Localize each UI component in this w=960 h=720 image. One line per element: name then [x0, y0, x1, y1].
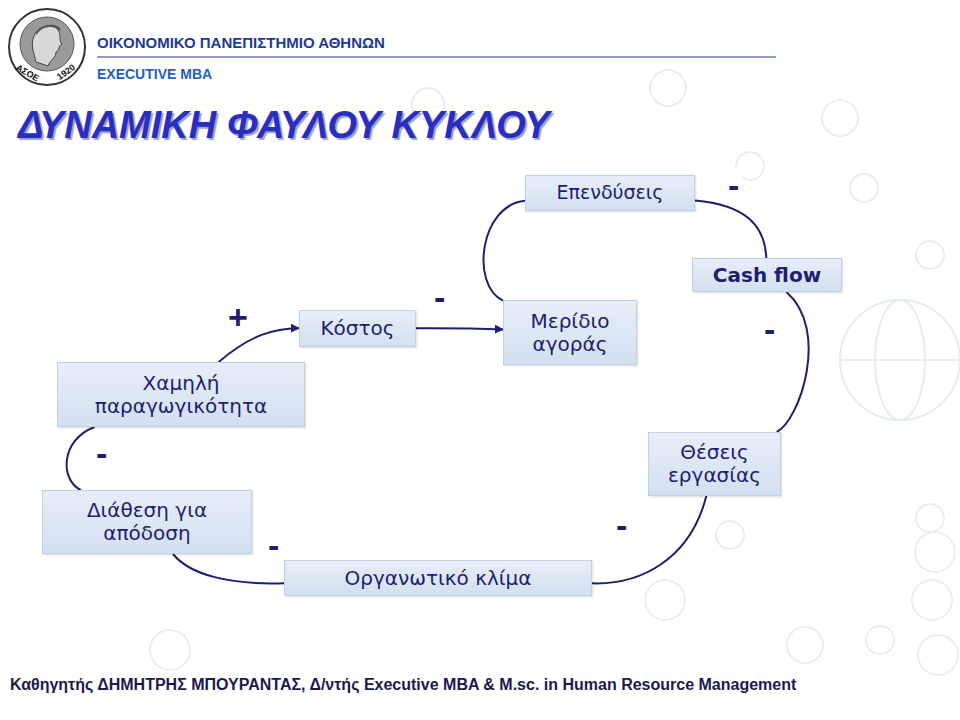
box-text: Θέσεις εργασίας [657, 441, 772, 487]
globe-watermark [840, 300, 960, 420]
polarity-sign: - [614, 508, 629, 542]
polarity-sign: + [226, 300, 250, 334]
polarity-sign: - [432, 280, 447, 314]
logo-text: ΑΣΟΕ [14, 62, 41, 83]
causal-link [484, 201, 525, 301]
causal-link [416, 328, 503, 329]
polarity-sign: - [762, 312, 777, 346]
header-text: EXECUTIVE MBA [97, 66, 212, 82]
polarity-sign: - [94, 436, 109, 470]
factor-box: Κόστος [299, 310, 416, 347]
factor-box: Cash flow [692, 258, 842, 292]
university-logo [9, 9, 85, 85]
causal-link [592, 496, 706, 583]
box-text: Διάθεση για απόδοση [51, 499, 243, 545]
factor-box: Επενδύσεις [525, 175, 695, 211]
box-text: Επενδύσεις [557, 182, 664, 204]
box-text: Οργανωτικό κλίμα [345, 567, 532, 590]
box-text: Κόστος [320, 317, 394, 340]
causal-link [67, 427, 95, 490]
box-text: Cash flow [713, 264, 821, 287]
factor-box: Διάθεση για απόδοση [42, 490, 252, 554]
factor-box: Χαμηλή παραγωγικότητα [57, 362, 305, 427]
causal-link [777, 292, 809, 432]
factor-box: Μερίδιο αγοράς [503, 300, 637, 365]
footer-text: Καθηγητής ΔΗΜΗΤΡΗΣ ΜΠΟΥΡΑΝΤΑΣ, Δ/ντής Ex… [10, 676, 796, 694]
causal-link [695, 201, 766, 258]
box-text: Χαμηλή παραγωγικότητα [66, 372, 296, 418]
logo-text: 1920 [55, 62, 77, 82]
factor-box: Θέσεις εργασίας [648, 432, 781, 496]
header-text: ΟΙΚΟΝΟΜΙΚΟ ΠΑΝΕΠΙΣΤΗΜΙΟ ΑΘΗΝΩΝ [97, 34, 385, 51]
slide-title: ΔΥΝΑΜΙΚΗ ΦΑΥΛΟΥ ΚΥΚΛΟΥ [18, 104, 550, 147]
polarity-sign: - [266, 528, 281, 562]
box-text: Μερίδιο αγοράς [512, 310, 628, 356]
factor-box: Οργανωτικό κλίμα [284, 560, 592, 596]
polarity-sign: - [726, 168, 741, 202]
header-rule [97, 57, 776, 58]
